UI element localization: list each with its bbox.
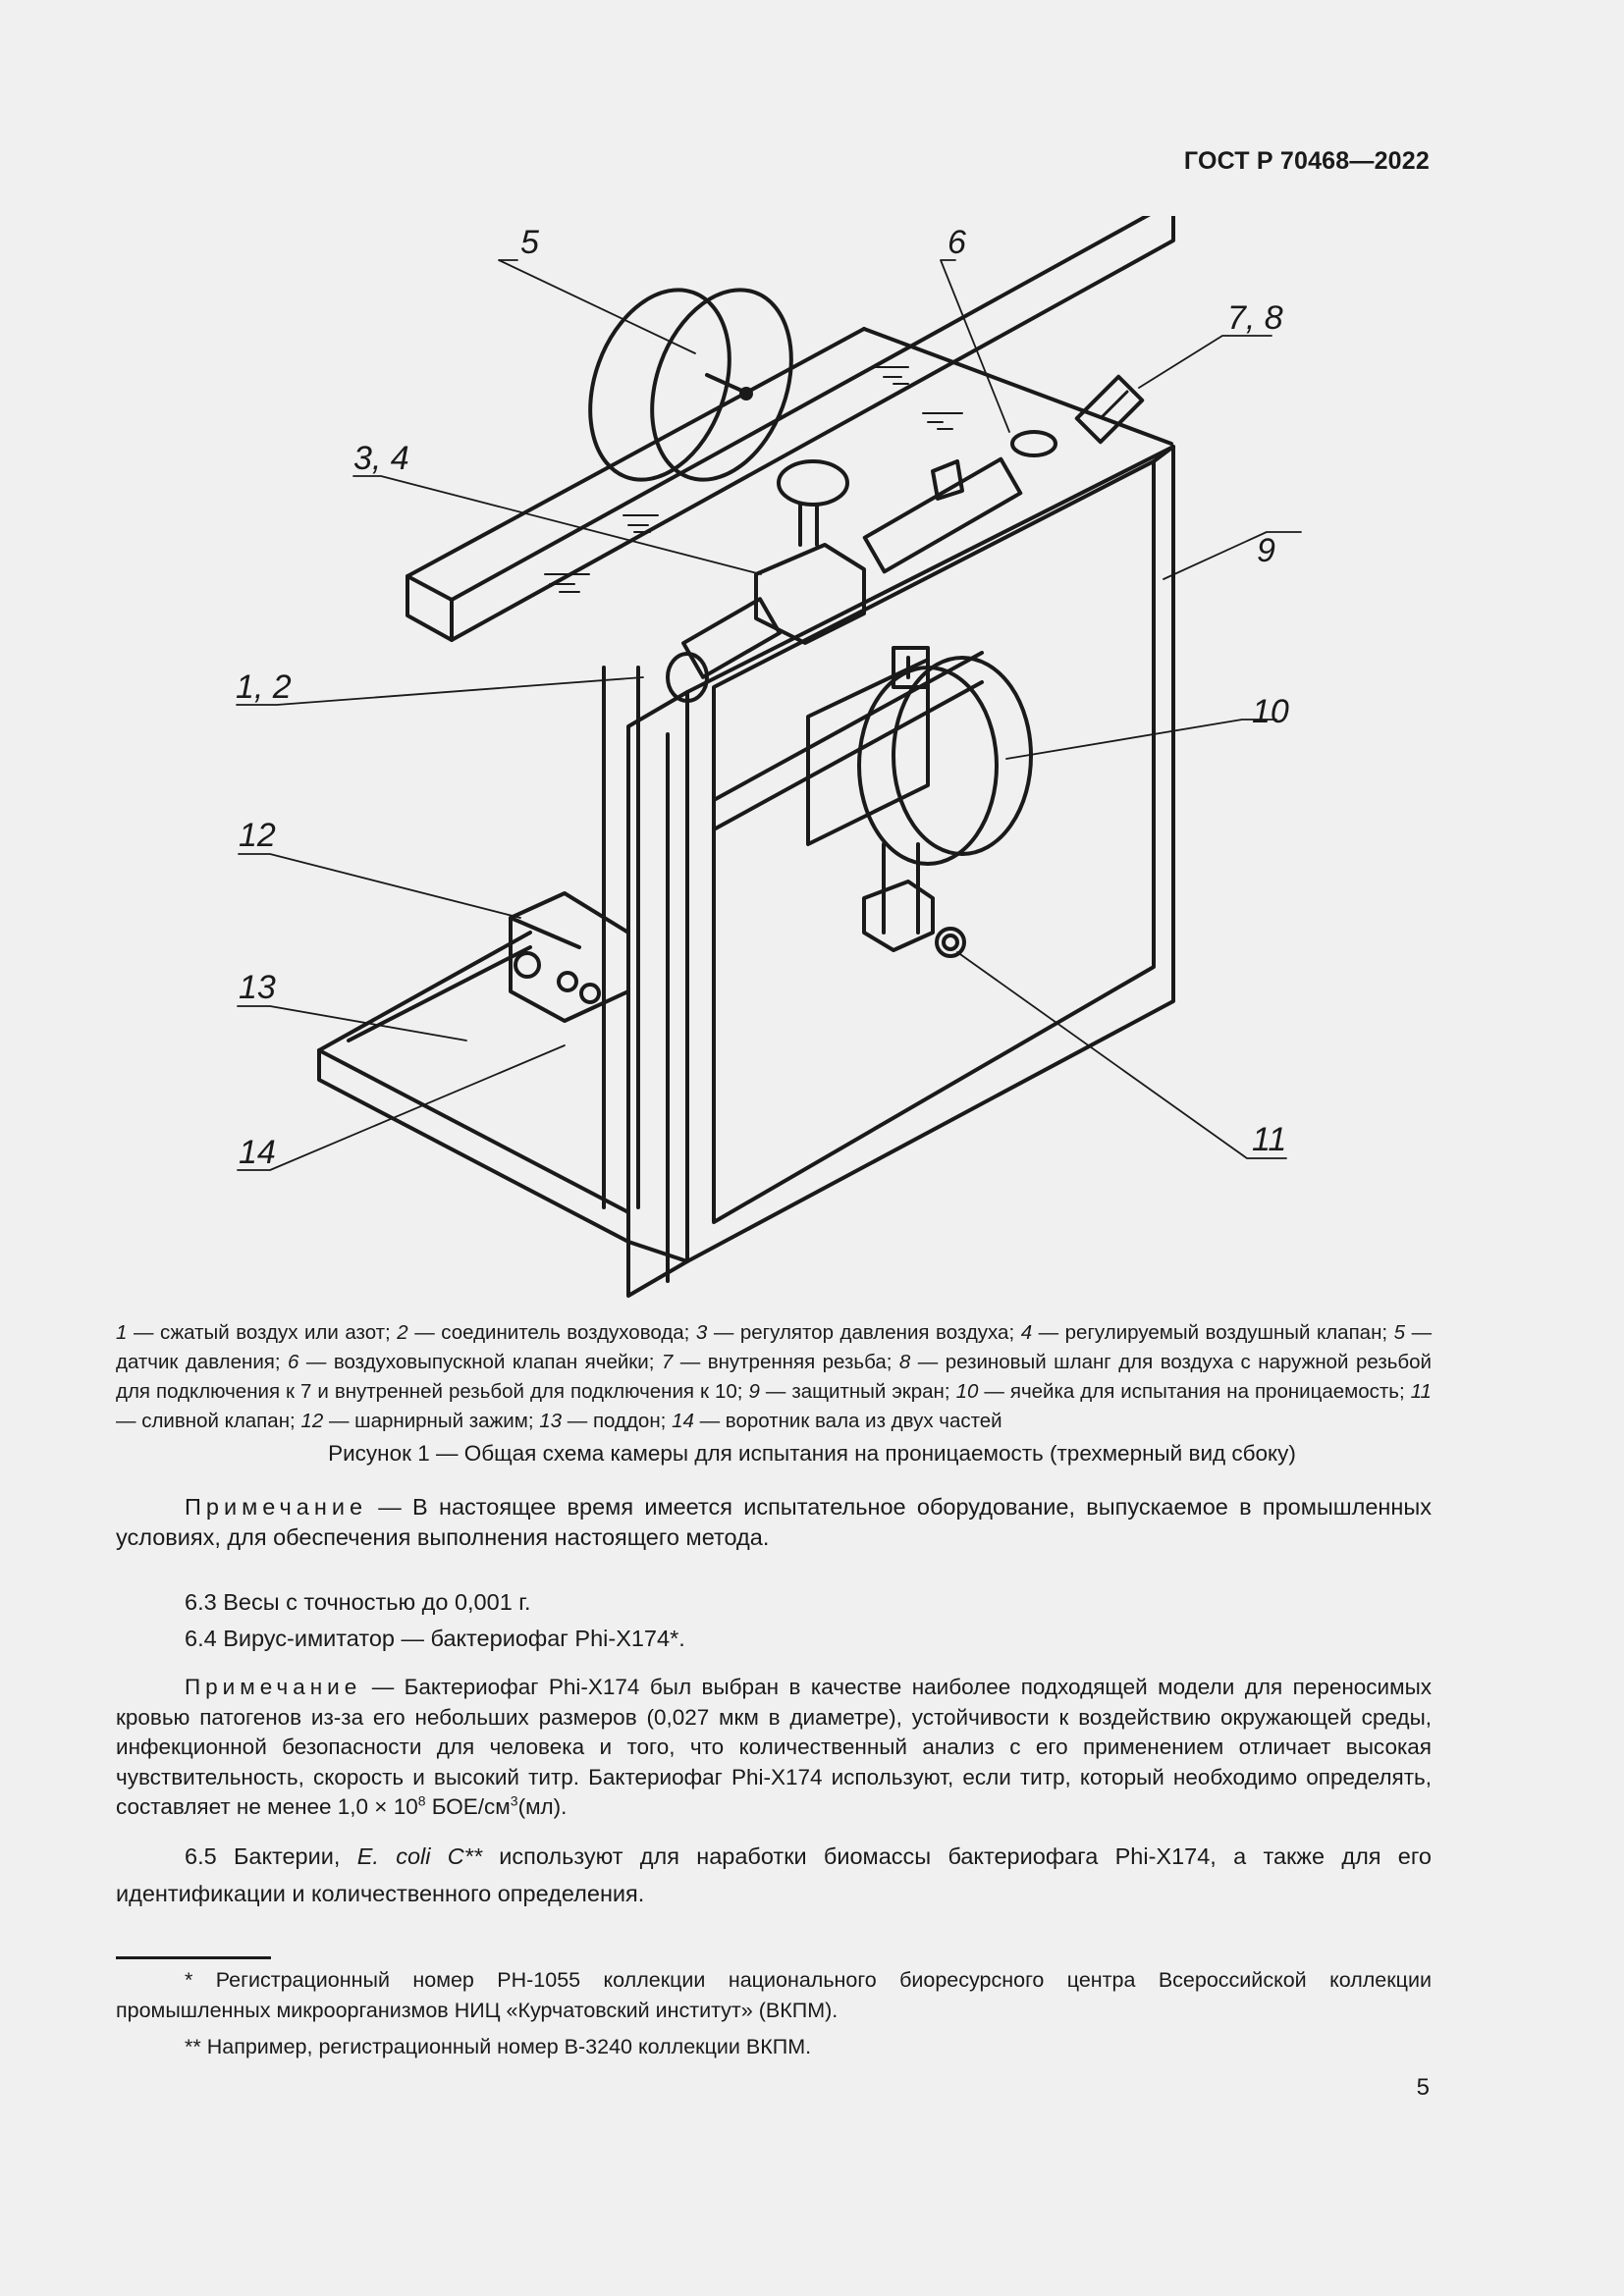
frame [317,445,1175,1298]
figure-caption: Рисунок 1 — Общая схема камеры для испыт… [328,1441,1296,1466]
page-number: 5 [1416,2074,1430,2101]
note-label: Примечание [185,1494,368,1520]
note-label: Примечание [185,1675,362,1699]
callout-10: 10 [1252,693,1289,730]
regulator [666,456,1023,703]
footnote-1: * Регистрационный номер РН-1055 коллекци… [116,1968,1432,2022]
callout-6: 6 [947,224,966,261]
leader-lines [236,259,1302,1171]
surface-marks [544,366,963,593]
callout-3-4: 3, 4 [353,440,409,477]
figure-diagram: 5 6 7, 8 3, 4 9 1, 2 10 12 13 11 14 [216,216,1335,1306]
callout-7-8: 7, 8 [1227,299,1283,337]
test-cell [806,646,1033,958]
top-plate [406,216,1175,642]
pressure-gauge [588,288,793,482]
figure-legend: 1 — сжатый воздух или азот; 2 — соединит… [116,1321,1433,1432]
footnote-separator [116,1956,271,1959]
item-6-4: 6.4 Вирус-имитатор — бактериофаг Phi-X17… [185,1626,685,1651]
callout-9: 9 [1257,532,1275,569]
note-2: Примечание — Бактериофаг Phi-X174 был вы… [116,1675,1432,1819]
callout-12: 12 [239,817,276,854]
callout-5: 5 [520,224,539,261]
callout-11: 11 [1252,1121,1286,1158]
note-1: Примечание — В настоящее время имеется и… [116,1494,1432,1550]
document-id: ГОСТ Р 70468—2022 [1183,147,1430,175]
callout-1-2: 1, 2 [236,668,292,706]
rod [602,666,640,1209]
callout-13: 13 [239,969,276,1006]
item-6-5: 6.5 Бактерии, E. coli C** используют для… [116,1843,1433,1906]
valve-and-hose [1010,374,1145,457]
clamp [509,891,630,1023]
callout-14: 14 [239,1134,276,1171]
footnote-2: ** Например, регистрационный номер В-324… [185,2035,812,2058]
item-6-3: 6.3 Весы с точностью до 0,001 г. [185,1589,531,1615]
